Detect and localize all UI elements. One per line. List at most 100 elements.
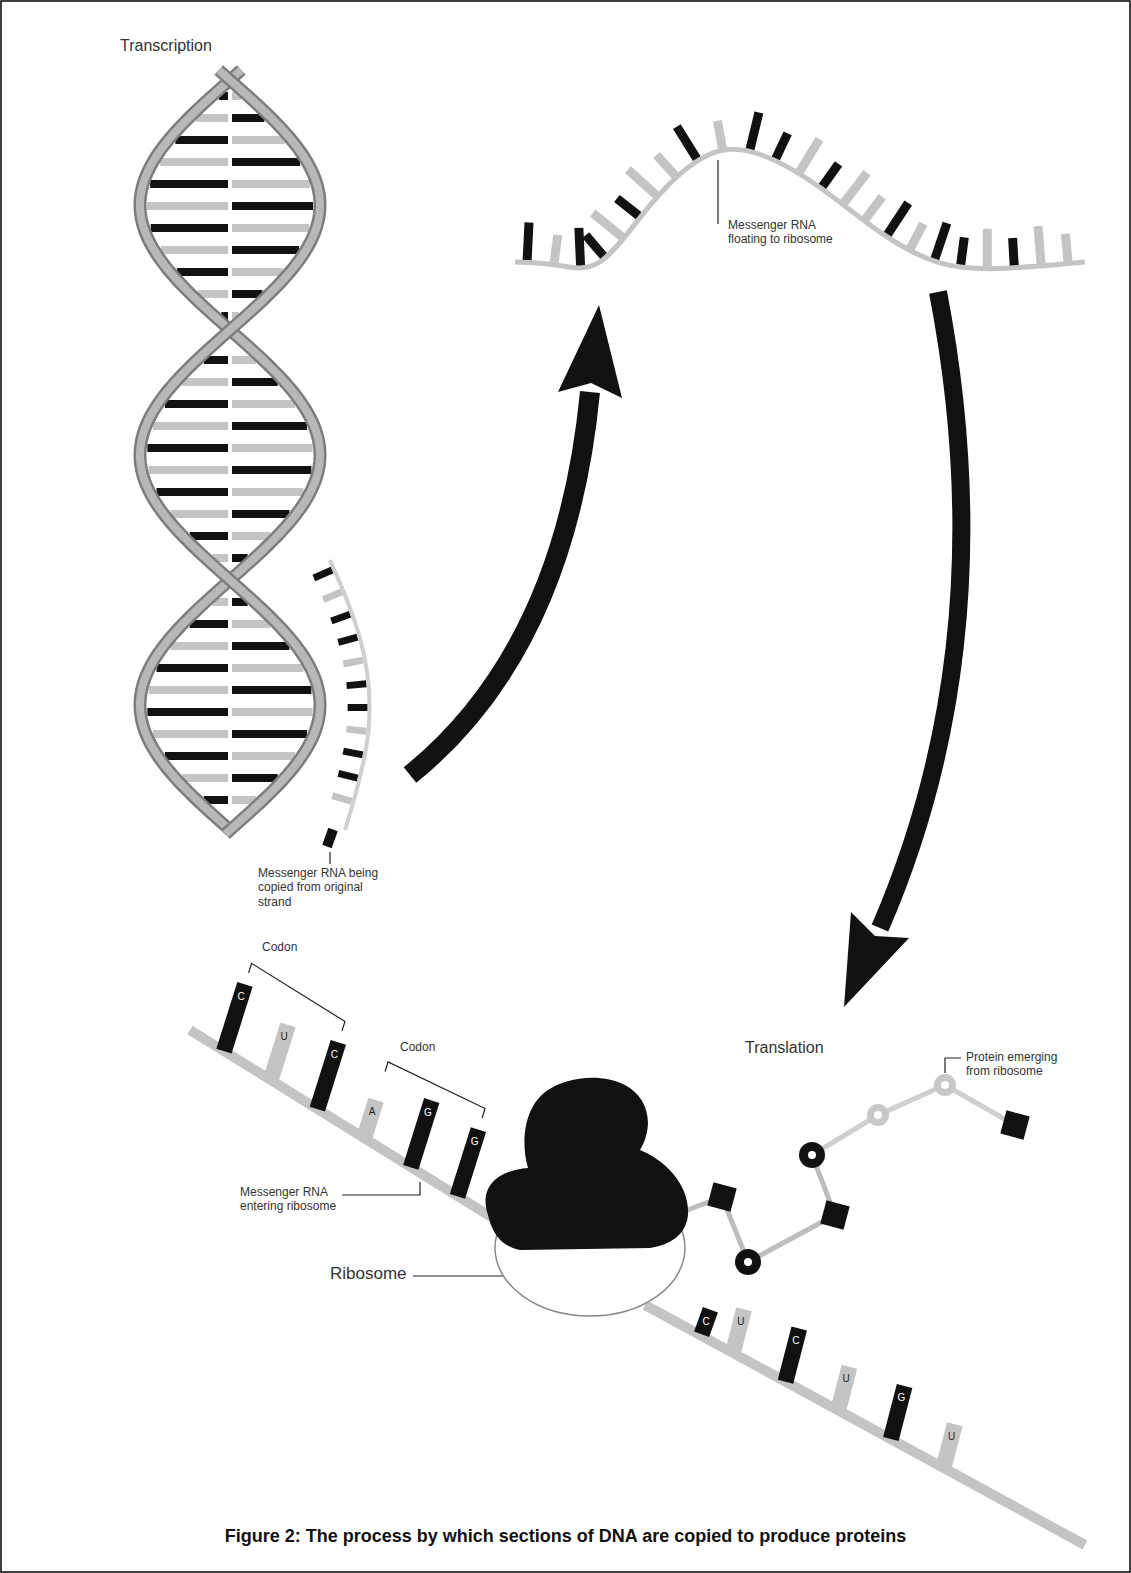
mrna-bases — [314, 570, 368, 801]
mrna-base — [717, 121, 722, 149]
mrna-base — [343, 660, 363, 664]
base-pair — [232, 400, 295, 408]
leader-line — [945, 1058, 961, 1073]
mrna-base — [554, 235, 558, 263]
base-pair — [157, 664, 228, 672]
mrna-base — [343, 751, 363, 755]
callout-label: Messenger RNA floating to ribosome — [728, 218, 846, 247]
base-pair — [232, 532, 270, 540]
base-pair — [232, 664, 303, 672]
leader-lines — [330, 160, 961, 1276]
figure-caption: Figure 2: The process by which sections … — [10, 1526, 1121, 1547]
base-pair — [182, 774, 228, 782]
amino-acid-dot — [808, 1151, 816, 1159]
base-pair — [182, 378, 228, 386]
amino-acid — [867, 1104, 889, 1126]
mrna-base — [317, 1042, 338, 1109]
mrna-base — [346, 729, 366, 731]
mrna-base — [865, 197, 882, 219]
base-pair — [147, 444, 228, 452]
base-pair — [149, 466, 228, 474]
mrna-base — [750, 112, 759, 149]
base-letter: G — [897, 1393, 905, 1403]
process-arrows — [410, 292, 961, 1007]
dna-backbone — [140, 70, 320, 834]
dna-backbone — [140, 70, 320, 834]
mrna-base — [271, 1025, 288, 1080]
mrna-base — [1013, 238, 1015, 266]
mrna-base — [364, 1100, 376, 1138]
base-pair — [232, 158, 300, 166]
mrna-base — [348, 704, 368, 711]
amino-acid-dot — [744, 1258, 752, 1266]
base-pair — [161, 246, 228, 254]
floating-mrna — [515, 112, 1085, 268]
mrna-base — [338, 773, 357, 778]
mrna-base — [822, 164, 838, 187]
leader-line — [342, 1182, 420, 1195]
base-pair — [175, 136, 228, 144]
amino-acid-dot — [941, 1081, 949, 1089]
mrna-base — [1038, 226, 1041, 264]
base-pair — [232, 136, 285, 144]
base-pair — [149, 686, 228, 694]
mrna-base — [910, 224, 923, 249]
base-pair — [232, 246, 299, 254]
base-pair — [232, 378, 278, 386]
dna-backbone — [140, 70, 320, 834]
mrna-base — [314, 570, 332, 578]
base-pair — [165, 400, 228, 408]
mrna-base — [800, 139, 820, 171]
mrna-base — [411, 1101, 432, 1168]
base-pair — [232, 224, 309, 232]
mrna-base — [657, 155, 676, 176]
mrna-base — [332, 796, 351, 802]
mrna-base — [961, 237, 965, 265]
base-pair — [232, 422, 307, 430]
free-base — [322, 828, 338, 848]
base-pair — [160, 158, 228, 166]
codon-bracket — [385, 1062, 485, 1118]
amino-acid-dot — [874, 1111, 882, 1119]
mrna-bases — [527, 112, 1068, 266]
base-pair — [232, 444, 313, 452]
base-pair — [177, 268, 228, 276]
mrna-base — [1065, 234, 1068, 262]
peptide-bond — [812, 1085, 1015, 1155]
amino-acid — [934, 1074, 956, 1096]
base-pair — [232, 268, 283, 276]
base-pair — [232, 510, 289, 518]
base-letter: U — [281, 1032, 288, 1042]
mrna-strand — [190, 1030, 530, 1241]
mrna-copy — [314, 560, 370, 830]
base-letter: U — [737, 1317, 744, 1327]
base-pair — [151, 224, 228, 232]
base-pair — [232, 686, 311, 694]
base-pair — [171, 510, 228, 518]
mrna-strand — [515, 149, 1085, 268]
mrna-base — [785, 1328, 799, 1381]
base-pair — [232, 708, 313, 716]
mrna-base — [527, 223, 529, 261]
base-pair — [232, 774, 278, 782]
base-letter: C — [331, 1050, 338, 1060]
base-pair — [232, 730, 307, 738]
mrna-base — [733, 1309, 744, 1353]
section-title: Transcription — [120, 36, 212, 55]
base-letter: G — [471, 1137, 479, 1147]
protein-chain — [682, 1074, 1030, 1275]
arrow-head — [844, 912, 909, 1007]
mrna-base — [347, 684, 367, 686]
base-pair — [147, 202, 228, 210]
mrna-base — [331, 614, 350, 621]
base-pair — [232, 752, 295, 760]
base-letter: U — [843, 1374, 850, 1384]
mrna-base — [677, 127, 697, 159]
part-label: Ribosome — [330, 1264, 407, 1284]
codon-brackets — [249, 963, 485, 1118]
arrow-head — [558, 305, 622, 398]
curved-arrow — [410, 392, 590, 775]
